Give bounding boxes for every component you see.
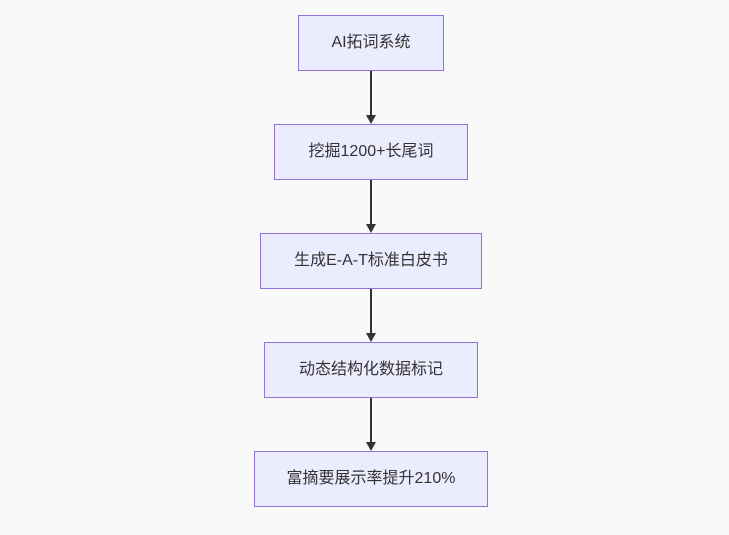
flow-node-label: 动态结构化数据标记 [298, 361, 443, 379]
flow-arrow-line [370, 289, 372, 333]
flow-node-n2: 挖掘1200+长尾词 [274, 124, 468, 180]
flow-arrowhead-icon [366, 333, 376, 342]
flow-arrow-line [370, 71, 372, 115]
flow-node-n4: 动态结构化数据标记 [264, 342, 478, 398]
flow-arrowhead-icon [366, 442, 376, 451]
flow-node-label: AI拓词系统 [331, 34, 411, 52]
flow-arrowhead-icon [366, 115, 376, 124]
flow-node-n1: AI拓词系统 [298, 15, 444, 71]
flow-node-label: 生成E-A-T标准白皮书 [294, 252, 448, 270]
flow-arrow-line [370, 180, 372, 224]
flow-node-label: 富摘要展示率提升210% [286, 470, 456, 488]
flow-node-n3: 生成E-A-T标准白皮书 [260, 233, 482, 289]
flow-node-n5: 富摘要展示率提升210% [254, 451, 488, 507]
flow-node-label: 挖掘1200+长尾词 [308, 143, 434, 161]
flow-arrow-line [370, 398, 372, 442]
flow-arrowhead-icon [366, 224, 376, 233]
